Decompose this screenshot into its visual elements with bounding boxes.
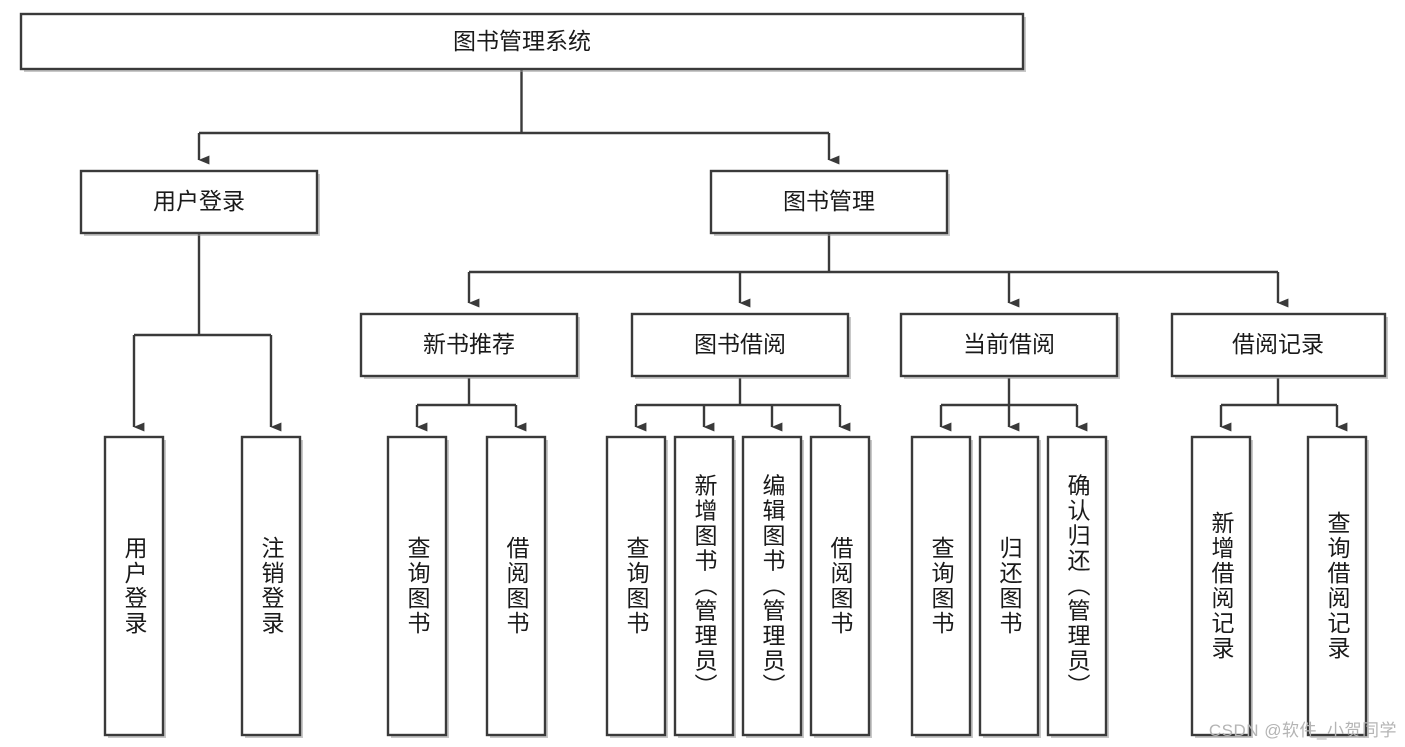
node-leaf-query-book-3-label: 查询图书 xyxy=(928,536,955,636)
node-leaf-edit-book-box[interactable] xyxy=(741,435,803,737)
node-book-management-box[interactable] xyxy=(709,169,949,235)
node-leaf-query-record-label: 查询借阅记录 xyxy=(1324,511,1351,661)
node-leaf-return-book-label: 归还图书 xyxy=(996,536,1023,636)
node-leaf-add-record-box[interactable] xyxy=(1190,435,1252,737)
node-user-login[interactable]: 用户登录 xyxy=(79,169,320,236)
node-user-login-label: 用户登录 xyxy=(153,188,245,214)
node-new-book-recommend-box[interactable] xyxy=(359,312,579,378)
node-borrow-record-label: 借阅记录 xyxy=(1232,331,1324,357)
node-leaf-user-login[interactable]: 用户登录 xyxy=(103,435,166,738)
node-root-label: 图书管理系统 xyxy=(453,28,591,54)
node-leaf-confirm-return[interactable]: 确认归还（管理员） xyxy=(1046,435,1109,738)
node-leaf-query-book-1[interactable]: 查询图书 xyxy=(386,435,449,738)
node-book-management-label: 图书管理 xyxy=(783,188,875,214)
node-leaf-query-book-2-box[interactable] xyxy=(605,435,667,737)
node-borrow-record[interactable]: 借阅记录 xyxy=(1170,312,1388,379)
node-leaf-user-logout-label: 注销登录 xyxy=(258,536,285,636)
node-current-borrow-label: 当前借阅 xyxy=(963,331,1055,357)
node-leaf-user-login-label: 用户登录 xyxy=(121,536,148,636)
node-book-borrow[interactable]: 图书借阅 xyxy=(630,312,851,379)
node-leaf-query-record[interactable]: 查询借阅记录 xyxy=(1306,435,1369,738)
node-leaf-borrow-book-2[interactable]: 借阅图书 xyxy=(809,435,872,738)
watermark-text: CSDN @软件_小贺同学 xyxy=(1208,721,1397,740)
node-leaf-confirm-return-label: 确认归还（管理员） xyxy=(1064,474,1091,699)
node-leaf-query-book-2-label: 查询图书 xyxy=(623,536,650,636)
node-current-borrow-box[interactable] xyxy=(899,312,1119,378)
node-leaf-return-book-box[interactable] xyxy=(978,435,1040,737)
node-leaf-edit-book[interactable]: 编辑图书（管理员） xyxy=(741,435,804,738)
node-leaf-user-logout-box[interactable] xyxy=(240,435,302,737)
node-leaf-query-book-3-box[interactable] xyxy=(910,435,972,737)
node-book-borrow-box[interactable] xyxy=(630,312,850,378)
node-leaf-query-book-3[interactable]: 查询图书 xyxy=(910,435,973,738)
node-book-borrow-label: 图书借阅 xyxy=(694,331,786,357)
node-current-borrow[interactable]: 当前借阅 xyxy=(899,312,1120,379)
node-leaf-add-record[interactable]: 新增借阅记录 xyxy=(1190,435,1253,738)
node-leaf-borrow-book-2-label: 借阅图书 xyxy=(827,536,854,636)
node-leaf-user-login-box[interactable] xyxy=(103,435,165,737)
node-leaf-confirm-return-box[interactable] xyxy=(1046,435,1108,737)
node-leaf-borrow-book-2-box[interactable] xyxy=(809,435,871,737)
node-book-management[interactable]: 图书管理 xyxy=(709,169,950,236)
node-leaf-query-book-2[interactable]: 查询图书 xyxy=(605,435,668,738)
node-leaf-add-book-box[interactable] xyxy=(673,435,735,737)
node-user-login-box[interactable] xyxy=(79,169,319,235)
node-leaf-user-logout[interactable]: 注销登录 xyxy=(240,435,303,738)
node-borrow-record-box[interactable] xyxy=(1170,312,1387,378)
node-root[interactable]: 图书管理系统 xyxy=(19,12,1026,72)
node-leaf-add-book[interactable]: 新增图书（管理员） xyxy=(673,435,736,738)
node-leaf-query-book-1-label: 查询图书 xyxy=(404,536,431,636)
node-new-book-recommend-label: 新书推荐 xyxy=(423,331,515,357)
node-leaf-borrow-book-1[interactable]: 借阅图书 xyxy=(485,435,548,738)
node-leaf-edit-book-label: 编辑图书（管理员） xyxy=(759,474,786,699)
node-leaf-query-book-1-box[interactable] xyxy=(386,435,448,737)
node-leaf-query-record-box[interactable] xyxy=(1306,435,1368,737)
node-leaf-add-record-label: 新增借阅记录 xyxy=(1208,511,1235,661)
node-leaf-borrow-book-1-box[interactable] xyxy=(485,435,547,737)
node-root-box[interactable] xyxy=(19,12,1025,71)
node-leaf-borrow-book-1-label: 借阅图书 xyxy=(503,536,530,636)
node-leaf-return-book[interactable]: 归还图书 xyxy=(978,435,1041,738)
connector-group xyxy=(132,68,1348,432)
node-new-book-recommend[interactable]: 新书推荐 xyxy=(359,312,580,379)
node-leaf-add-book-label: 新增图书（管理员） xyxy=(691,474,718,699)
